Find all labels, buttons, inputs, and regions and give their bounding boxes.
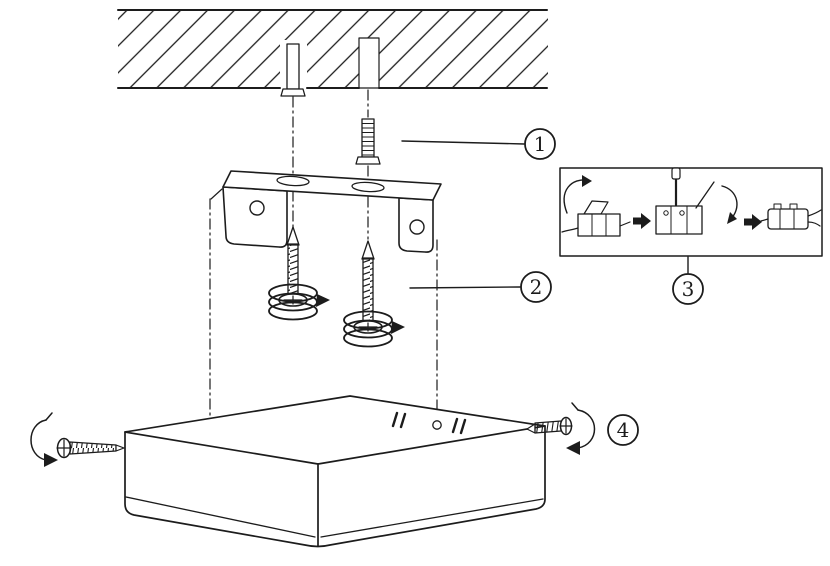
bracket-tab-hole-left bbox=[249, 200, 265, 216]
lamp-rim-right bbox=[320, 498, 544, 538]
connector-block bbox=[767, 208, 809, 230]
rotation-arrowhead bbox=[566, 441, 580, 455]
anchor-hole-right bbox=[358, 37, 380, 89]
anchor-collar bbox=[280, 88, 306, 97]
screw-shaft bbox=[534, 420, 562, 434]
coil-arrowhead bbox=[316, 294, 330, 307]
callout-circle bbox=[672, 273, 704, 305]
wire bbox=[807, 209, 822, 217]
screwdriver-handle bbox=[671, 167, 681, 180]
wire bbox=[695, 181, 715, 209]
mounting-screw-left bbox=[268, 226, 330, 321]
bracket-slot-right bbox=[351, 181, 385, 193]
callout-circle bbox=[520, 271, 552, 303]
rotation-coil bbox=[343, 328, 393, 348]
coil-arrowhead bbox=[391, 321, 405, 334]
step-arrow bbox=[633, 213, 651, 229]
callout-number: 1 bbox=[534, 132, 547, 156]
rotation-arrow-tail bbox=[571, 402, 579, 411]
rotation-arrow-left bbox=[30, 419, 47, 461]
open-motion-arrowhead bbox=[582, 175, 592, 187]
wall-anchor-installed bbox=[280, 43, 306, 97]
callout-number: 2 bbox=[530, 275, 543, 299]
callout-circle bbox=[524, 128, 556, 160]
leader-line bbox=[401, 140, 525, 145]
vent-slit bbox=[399, 412, 407, 429]
ceiling bbox=[117, 9, 548, 96]
screw-tip bbox=[115, 444, 125, 452]
lamp-vents bbox=[391, 411, 467, 435]
wire bbox=[619, 221, 631, 227]
anchor-collar bbox=[355, 156, 381, 165]
connector-fitting bbox=[655, 167, 738, 235]
rotation-coil bbox=[268, 283, 318, 303]
connector-closed bbox=[760, 203, 822, 230]
bracket-tab-left bbox=[222, 186, 288, 248]
rotation-arrow-tail bbox=[45, 412, 53, 421]
anchor-cavity-left bbox=[280, 40, 307, 96]
rotation-arrow-right bbox=[577, 409, 596, 449]
alignment-centerlines bbox=[209, 89, 438, 421]
terminal-screw bbox=[679, 210, 685, 216]
lamp-body bbox=[124, 395, 546, 548]
callout-number: 4 bbox=[617, 418, 630, 442]
callout-circle bbox=[607, 414, 639, 446]
wiring-inset bbox=[559, 167, 823, 257]
wire bbox=[807, 221, 821, 227]
connector-block bbox=[655, 205, 703, 235]
connector-latch bbox=[789, 203, 798, 210]
screw-shaft bbox=[69, 441, 117, 455]
bracket-tab-hole-right bbox=[409, 219, 425, 235]
lamp-mount-hole bbox=[432, 420, 442, 430]
connector-latch bbox=[773, 203, 782, 210]
vent-slit bbox=[459, 418, 467, 435]
callout-2: 2 bbox=[409, 271, 552, 303]
screw-shaft bbox=[287, 243, 299, 299]
rotation-arrowhead bbox=[44, 453, 58, 467]
bracket-corner-tick bbox=[210, 188, 223, 200]
side-screw-left bbox=[30, 412, 125, 467]
bracket-slot-left bbox=[276, 175, 310, 187]
callout-1: 1 bbox=[401, 128, 556, 160]
close-motion-arrowhead bbox=[727, 212, 737, 224]
callout-number: 3 bbox=[682, 277, 695, 301]
vent-slit bbox=[451, 417, 459, 434]
ceiling-hatch bbox=[118, 10, 548, 88]
mounting-screw-right bbox=[343, 240, 405, 348]
step-arrow bbox=[744, 214, 762, 230]
rotation-coil bbox=[343, 310, 393, 330]
connector-block bbox=[577, 213, 621, 237]
wire bbox=[760, 218, 769, 222]
wire bbox=[561, 227, 579, 233]
leader-line bbox=[409, 286, 521, 289]
anchor-body bbox=[361, 118, 375, 158]
rotation-coil bbox=[268, 301, 318, 321]
callout-4: 4 bbox=[607, 414, 639, 446]
side-screw-right bbox=[526, 402, 596, 455]
mounting-bracket bbox=[222, 170, 442, 253]
screw-tip bbox=[361, 240, 375, 260]
lamp-rim-left bbox=[125, 496, 316, 538]
wall-anchor-loose bbox=[355, 118, 381, 165]
connector-open bbox=[561, 175, 631, 237]
terminal-screw bbox=[663, 210, 669, 216]
callout-3: 3 bbox=[672, 256, 704, 305]
screw-tip bbox=[286, 226, 300, 246]
vent-slit bbox=[391, 411, 399, 428]
